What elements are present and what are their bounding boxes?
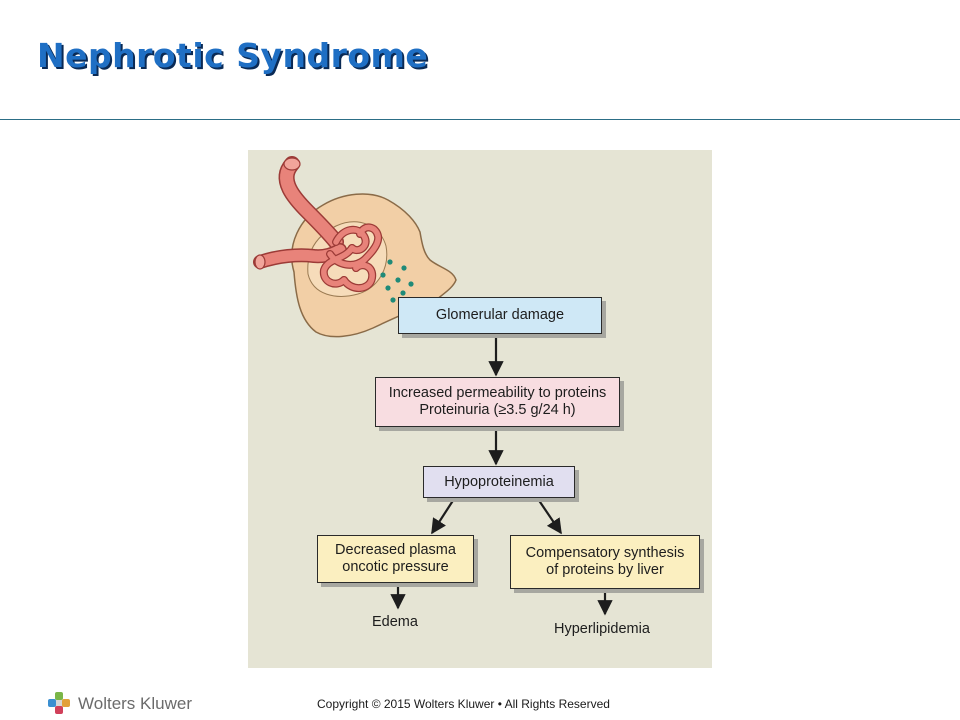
hypoproteinemia-label: Hypoproteinemia: [444, 473, 554, 490]
glomerular-damage-label: Glomerular damage: [435, 307, 565, 323]
afferent-arteriole-illustration: [278, 156, 344, 250]
nephrotic-flowchart: Glomerular damage Increased permeability…: [248, 150, 712, 668]
arrow-hypoproteinemia-to-oncotic: [431, 498, 455, 535]
increased-permeability-box: Increased permeability to proteins Prote…: [375, 377, 620, 427]
increased-permeability-line-1: Increased permeability to proteins: [388, 385, 607, 401]
decreased-oncotic-line-2: oncotic pressure: [342, 559, 449, 575]
arrow-hypoproteinemia-to-synthesis: [537, 498, 562, 535]
glomerular-damage-box: Glomerular damage: [398, 297, 602, 334]
edema-label: Edema: [372, 614, 418, 630]
protein-dots-illustration: [380, 259, 414, 303]
decreased-oncotic-line-1: Decreased plasma: [335, 542, 456, 558]
title-divider: [0, 119, 960, 120]
hyperlipidemia-label: Hyperlipidemia: [554, 621, 650, 637]
decreased-oncotic-pressure-box: Decreased plasma oncotic pressure: [317, 535, 474, 583]
hypoproteinemia-box: Hypoproteinemia: [423, 466, 575, 498]
slide-title: Nephrotic Syndrome: [37, 36, 429, 75]
compensatory-synthesis-line-2: of proteins by liver: [546, 562, 664, 578]
wolters-kluwer-brand: Wolters Kluwer: [47, 691, 192, 717]
wolters-kluwer-logo-icon: [48, 692, 70, 714]
increased-permeability-line-2: Proteinuria (≥3.5 g/24 h): [419, 402, 576, 418]
brand-name: Wolters Kluwer: [78, 694, 192, 713]
flowchart-illustration: [253, 156, 613, 616]
compensatory-synthesis-box: Compensatory synthesis of proteins by li…: [510, 535, 700, 589]
copyright-notice: Copyright © 2015 Wolters Kluwer • All Ri…: [317, 697, 610, 711]
glomerulus-illustration: [319, 223, 383, 292]
compensatory-synthesis-line-1: Compensatory synthesis: [525, 545, 685, 561]
